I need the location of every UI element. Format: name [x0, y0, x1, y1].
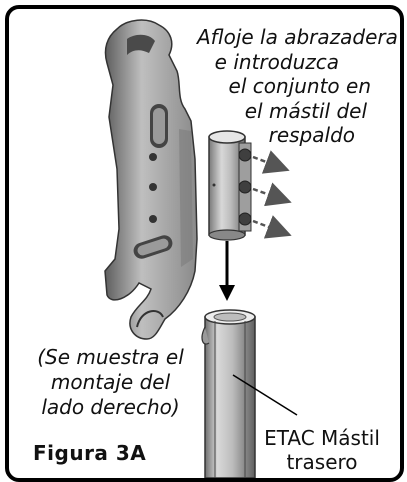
- figure-frame: Afloje la abrazadera e introduzca el con…: [5, 5, 404, 482]
- insert-arrow: [219, 241, 235, 301]
- mast-callout-line: trasero: [286, 450, 358, 474]
- side-note-line: lado derecho): [41, 395, 180, 419]
- side-note-line: montaje del: [50, 370, 171, 394]
- instruction-line: respaldo: [268, 123, 355, 147]
- mast-callout-line: ETAC Mástil: [264, 426, 380, 450]
- side-note: (Se muestra el montaje del lado derecho): [23, 345, 198, 420]
- mast-leader-line: [232, 374, 298, 416]
- hook-bracket: [104, 19, 198, 340]
- side-note-line: (Se muestra el: [37, 345, 184, 369]
- clamp-cylinder: [208, 130, 252, 241]
- mast-callout: ETAC Mástil trasero: [241, 426, 400, 474]
- assembly-illustration: [104, 19, 298, 478]
- rear-mast-tube: [201, 309, 256, 478]
- instruction-line: el mástil del: [244, 98, 367, 123]
- figure-label: Figura 3A: [33, 441, 147, 465]
- instruction-line: el conjunto en: [228, 74, 371, 98]
- instruction-line: e introduzca: [214, 49, 339, 74]
- instruction-callout: Afloje la abrazadera e introduzca el con…: [197, 25, 398, 148]
- instruction-line: Afloje la abrazadera: [197, 25, 398, 49]
- loosen-arrows: [252, 150, 292, 239]
